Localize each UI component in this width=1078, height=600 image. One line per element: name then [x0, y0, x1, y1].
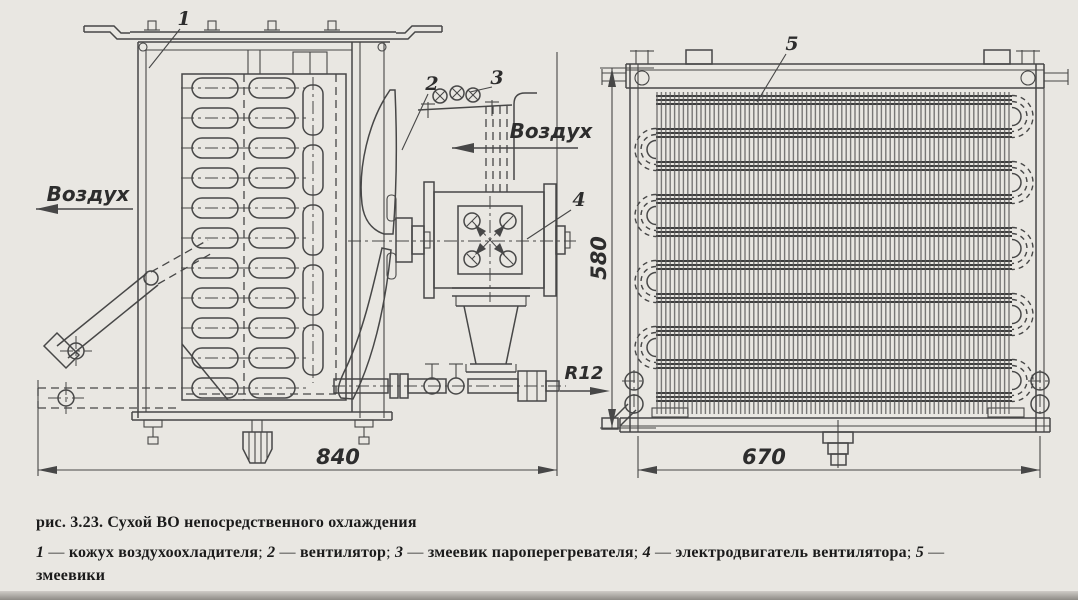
tube-oval [248, 227, 296, 249]
u-bend [634, 325, 657, 370]
u-bend [640, 133, 657, 166]
u-bend [1011, 100, 1028, 133]
tube-oval [302, 264, 324, 316]
caption-title: рис. 3.23. Сухой ВО непосредственного ох… [36, 514, 417, 531]
air-flow-right: Воздух [452, 119, 593, 153]
dimension-670: 670 [637, 436, 1041, 478]
legend-item-4: 4 — электродвигатель вентилятора; [642, 544, 912, 561]
casing-frame [131, 41, 393, 464]
tube-oval [248, 317, 296, 339]
part-callouts: 1 2 3 4 [148, 8, 586, 240]
u-bend [640, 199, 657, 232]
legend-item-3: 3 — змеевик пароперегревателя; [395, 544, 639, 561]
u-bend [640, 331, 657, 364]
dim-580-label: 580 [587, 236, 611, 280]
u-bend [1011, 172, 1022, 193]
u-bend [1011, 106, 1022, 127]
figure-caption: рис. 3.23. Сухой ВО непосредственного ох… [36, 514, 1048, 587]
u-bend [1011, 226, 1034, 271]
tube-oval [302, 84, 324, 136]
tube-oval [248, 77, 296, 99]
tube-oval [248, 377, 296, 399]
tube-oval [248, 197, 296, 219]
coil-u-bends [634, 94, 1034, 403]
refrigerant-outlet: R12 [560, 363, 610, 395]
coil-box [181, 73, 347, 401]
u-bend [634, 127, 657, 172]
u-bend [646, 139, 657, 160]
tube-oval [248, 257, 296, 279]
coil-tube-sections [181, 77, 324, 399]
legend-item-1: 1 — кожух воздухоохладителя; [36, 544, 263, 561]
u-bend [1011, 94, 1034, 139]
legend-item-5-name: змеевики [36, 567, 106, 585]
u-bend [634, 259, 657, 304]
dimension-840: 840 [37, 52, 558, 476]
tube-oval [248, 107, 296, 129]
tube-oval [248, 167, 296, 189]
air-right-label: Воздух [510, 119, 594, 143]
u-bend [1011, 364, 1028, 397]
superheater-coil [417, 85, 537, 192]
legend-item-2: 2 — вентилятор; [267, 544, 391, 561]
tube-oval [248, 287, 296, 309]
legend-line-2: змеевики [36, 564, 1048, 587]
figure-legend: 1 — кожух воздухоохладителя; 2 — вентиля… [36, 541, 1048, 587]
left-view-side: 840 Воздух Воздух R12 1 2 3 4 [36, 8, 610, 476]
page-edge-shadow [0, 591, 1078, 600]
part-label-5: 5 [785, 33, 798, 55]
legend-item-5-num: 5 — [915, 544, 945, 561]
tube-oval [248, 137, 296, 159]
dim-670-label: 670 [742, 445, 786, 469]
u-bend [1011, 370, 1022, 391]
u-bend [646, 271, 657, 292]
tube-oval [248, 347, 296, 369]
u-bend [1011, 238, 1022, 259]
part-label-4: 4 [572, 189, 585, 211]
technical-drawing: 840 Воздух Воздух R12 1 2 3 4 [36, 8, 1069, 478]
u-bend [1011, 298, 1028, 331]
u-bend [1011, 160, 1034, 205]
right-view-front: 580 [587, 33, 1069, 478]
support-brace [37, 239, 215, 414]
part-label-1: 1 [177, 8, 190, 30]
u-bend [634, 193, 657, 238]
air-flow-left: Воздух [36, 182, 133, 214]
electric-motor [348, 181, 576, 373]
top-rail [83, 20, 443, 52]
u-bend [1011, 292, 1034, 337]
refrigerant-pipe [332, 363, 566, 402]
u-bend [646, 205, 657, 226]
part-callout-5: 5 [756, 33, 799, 103]
tube-oval [302, 204, 324, 256]
u-bend [646, 337, 657, 358]
air-left-label: Воздух [47, 182, 131, 206]
tube-oval [302, 144, 324, 196]
coil-tubes [656, 95, 1012, 402]
u-bend [1011, 358, 1034, 403]
coil-frame [601, 49, 1069, 468]
r12-label: R12 [565, 363, 604, 384]
part-label-2: 2 [424, 73, 438, 95]
tube-oval [302, 324, 324, 376]
legend-line-1: 1 — кожух воздухоохладителя; 2 — вентиля… [36, 541, 1048, 564]
u-bend [640, 265, 657, 298]
u-bend [1011, 232, 1028, 265]
dimension-580: 580 [587, 67, 656, 429]
coil-fins [656, 92, 1010, 414]
part-label-3: 3 [490, 67, 503, 89]
u-bend [1011, 166, 1028, 199]
u-bend [1011, 304, 1022, 325]
dim-840-label: 840 [316, 445, 360, 469]
